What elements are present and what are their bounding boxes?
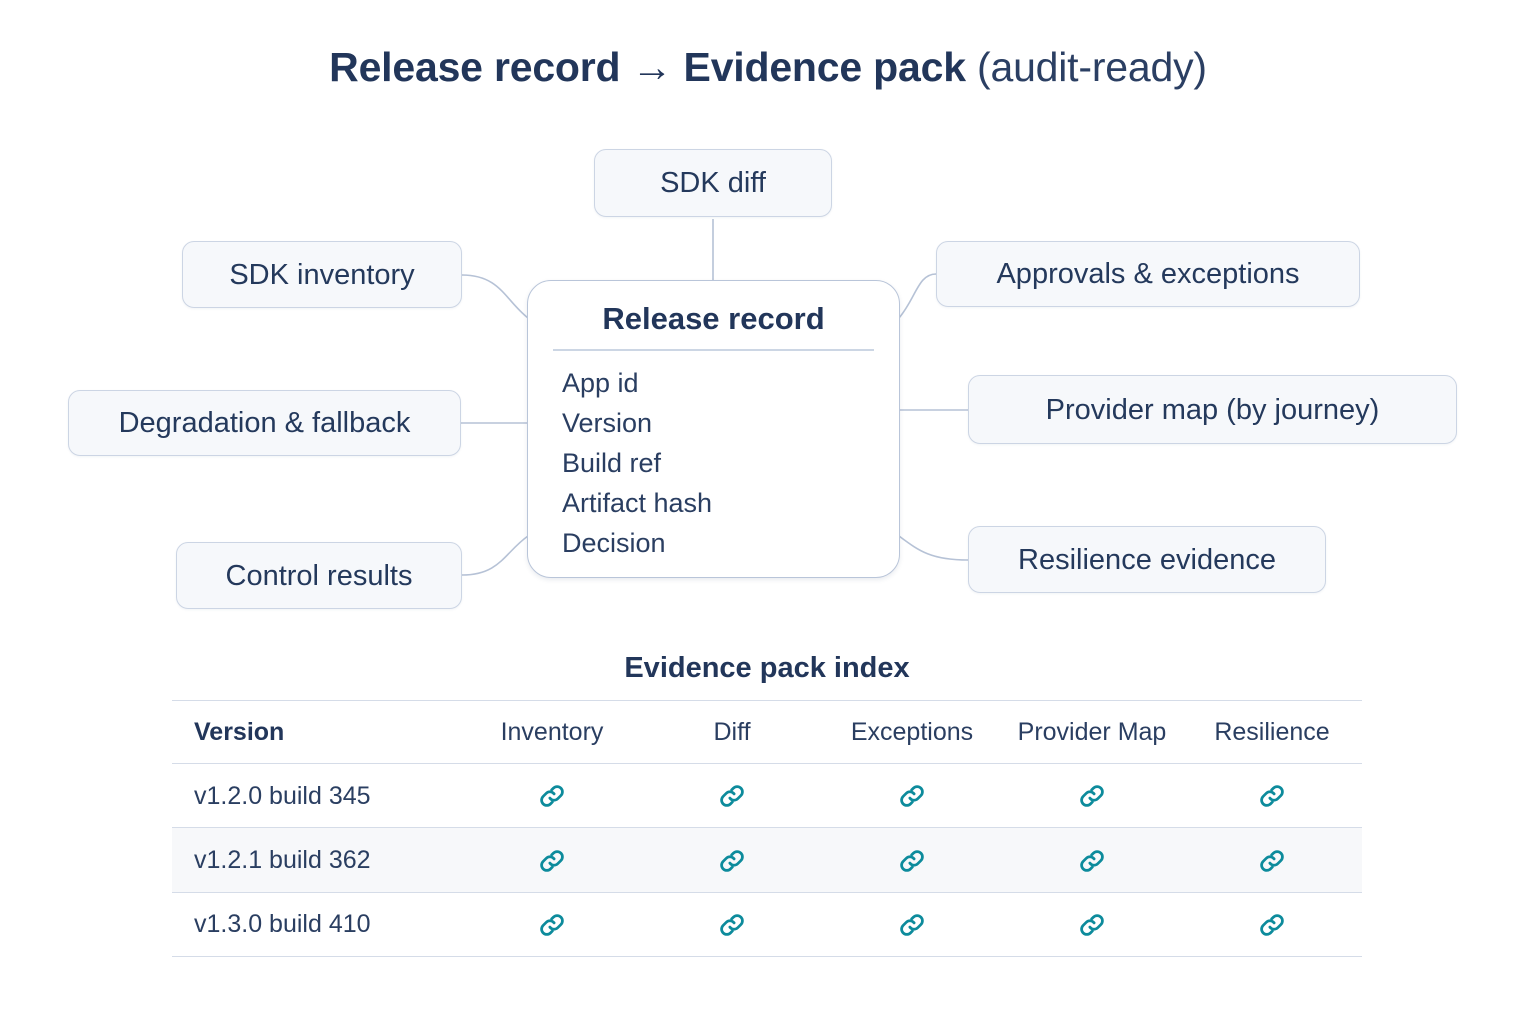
table-header: Version Inventory Diff Exceptions Provid… bbox=[172, 700, 1362, 764]
column-header-exceptions: Exceptions bbox=[822, 700, 1002, 764]
release-record-field: Build ref bbox=[562, 447, 662, 478]
cell-exceptions[interactable] bbox=[822, 762, 1002, 828]
edge-left-1 bbox=[461, 274, 529, 319]
node-sdk-diff-label: SDK diff bbox=[660, 167, 766, 199]
edge-left-3 bbox=[461, 535, 529, 576]
link-icon[interactable] bbox=[717, 910, 747, 940]
link-icon[interactable] bbox=[717, 846, 747, 876]
edge-right-3 bbox=[898, 535, 969, 561]
cell-version: v1.2.1 build 362 bbox=[172, 827, 462, 893]
node-sdk-inventory-label: SDK inventory bbox=[229, 258, 415, 291]
cell-diff[interactable] bbox=[642, 891, 822, 958]
column-header-version: Version bbox=[172, 700, 462, 764]
link-icon[interactable] bbox=[1077, 910, 1107, 940]
node-approvals-exceptions-label: Approvals & exceptions bbox=[996, 258, 1300, 290]
node-control-results[interactable]: Control results bbox=[176, 542, 462, 609]
page-title-suffix: (audit-ready) bbox=[977, 44, 1207, 90]
link-icon[interactable] bbox=[897, 910, 927, 940]
edge-right-1 bbox=[898, 273, 937, 319]
column-header-resilience: Resilience bbox=[1182, 700, 1362, 764]
cell-resilience[interactable] bbox=[1182, 827, 1362, 893]
node-provider-map[interactable]: Provider map (by journey) bbox=[968, 375, 1457, 444]
link-icon[interactable] bbox=[717, 781, 747, 811]
link-icon[interactable] bbox=[1257, 910, 1287, 940]
node-provider-map-label: Provider map (by journey) bbox=[1045, 393, 1380, 426]
cell-inventory[interactable] bbox=[462, 827, 642, 893]
cell-diff[interactable] bbox=[642, 762, 822, 828]
column-header-inventory: Inventory bbox=[462, 700, 642, 764]
cell-resilience[interactable] bbox=[1182, 762, 1362, 828]
evidence-pack-index-title: Evidence pack index bbox=[624, 652, 910, 684]
link-icon[interactable] bbox=[537, 781, 567, 811]
cell-resilience[interactable] bbox=[1182, 891, 1362, 958]
cell-version: v1.2.0 build 345 bbox=[172, 762, 462, 828]
evidence-pack-index-table: Version Inventory Diff Exceptions Provid… bbox=[172, 700, 1362, 958]
link-icon[interactable] bbox=[537, 910, 567, 940]
cell-exceptions[interactable] bbox=[822, 891, 1002, 958]
card-divider bbox=[553, 349, 874, 351]
table-row: v1.2.0 build 345 bbox=[172, 762, 1362, 828]
node-degradation-fallback[interactable]: Degradation & fallback bbox=[68, 390, 461, 456]
cell-exceptions[interactable] bbox=[822, 827, 1002, 893]
release-record-field: Decision bbox=[562, 527, 666, 558]
cell-diff[interactable] bbox=[642, 827, 822, 893]
link-icon[interactable] bbox=[1257, 846, 1287, 876]
table-row: v1.3.0 build 410 bbox=[172, 891, 1362, 958]
node-sdk-inventory[interactable]: SDK inventory bbox=[182, 241, 462, 308]
page-title-main: Release record → Evidence pack bbox=[329, 44, 978, 90]
release-record-field: Version bbox=[562, 407, 653, 438]
link-icon[interactable] bbox=[897, 781, 927, 811]
cell-version: v1.3.0 build 410 bbox=[172, 891, 462, 958]
mindmap-diagram: SDK diff SDK inventory Degradation & fal… bbox=[68, 149, 1457, 609]
node-approvals-exceptions[interactable]: Approvals & exceptions bbox=[936, 241, 1360, 307]
cell-provider-map[interactable] bbox=[1002, 762, 1182, 828]
column-header-provider-map: Provider Map bbox=[1002, 700, 1182, 764]
link-icon[interactable] bbox=[1077, 781, 1107, 811]
release-record-card[interactable]: Release record App id Version Build ref … bbox=[527, 280, 900, 578]
cell-provider-map[interactable] bbox=[1002, 891, 1182, 958]
table-row: v1.2.1 build 362 bbox=[172, 827, 1362, 893]
link-icon[interactable] bbox=[897, 846, 927, 876]
node-resilience-evidence[interactable]: Resilience evidence bbox=[968, 526, 1326, 593]
page-title: Release record → Evidence pack (audit-re… bbox=[0, 42, 1536, 92]
table-header-row: Version Inventory Diff Exceptions Provid… bbox=[172, 700, 1362, 764]
node-resilience-evidence-label: Resilience evidence bbox=[1018, 543, 1276, 576]
link-icon[interactable] bbox=[1257, 781, 1287, 811]
release-record-card-title: Release record bbox=[602, 301, 825, 336]
node-degradation-fallback-label: Degradation & fallback bbox=[118, 407, 411, 439]
link-icon[interactable] bbox=[537, 846, 567, 876]
evidence-pack-index-section: Evidence pack index Version Inventory Di… bbox=[172, 648, 1362, 958]
cell-inventory[interactable] bbox=[462, 891, 642, 958]
release-record-field: App id bbox=[562, 367, 639, 398]
column-header-diff: Diff bbox=[642, 700, 822, 764]
link-icon[interactable] bbox=[1077, 846, 1107, 876]
cell-provider-map[interactable] bbox=[1002, 827, 1182, 893]
cell-inventory[interactable] bbox=[462, 762, 642, 828]
node-sdk-diff[interactable]: SDK diff bbox=[594, 149, 832, 217]
release-record-fields: App id Version Build ref Artifact hash D… bbox=[550, 363, 877, 563]
release-record-field: Artifact hash bbox=[562, 487, 713, 518]
node-control-results-label: Control results bbox=[225, 559, 413, 592]
